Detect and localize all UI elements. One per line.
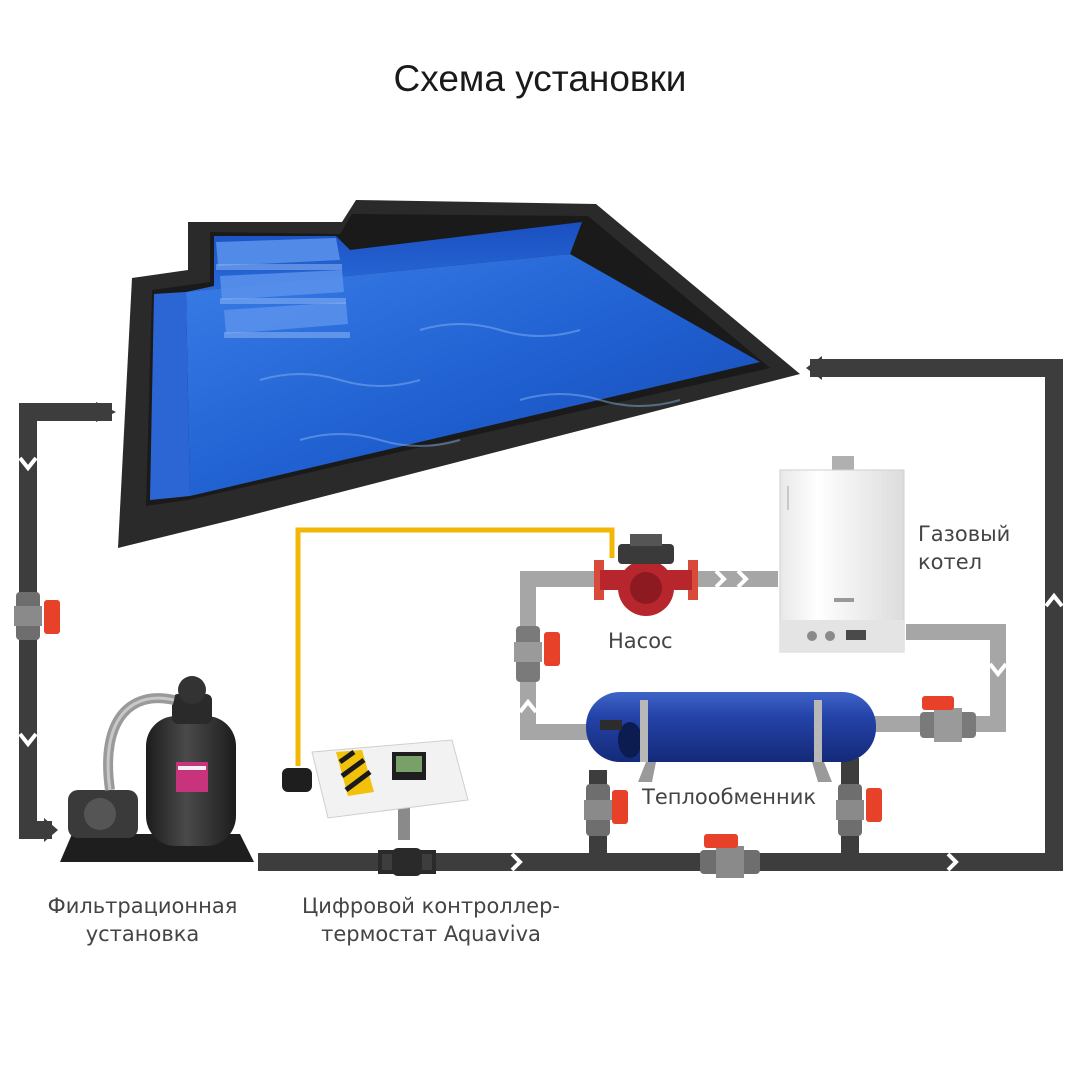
page-title: Схема установки bbox=[393, 58, 687, 99]
label-pump: Насос bbox=[608, 629, 673, 653]
label-gas-boiler-line2: котел bbox=[918, 550, 983, 574]
temperature-sensor-icon bbox=[378, 848, 436, 876]
circulation-pump-icon bbox=[594, 534, 698, 616]
filter-unit-icon bbox=[60, 676, 254, 862]
pipe-arrow-left-top bbox=[96, 402, 116, 422]
pipe-arrow-right-top bbox=[806, 356, 822, 380]
secondary-pipe-circuit bbox=[520, 571, 1006, 740]
pool-icon bbox=[118, 200, 800, 548]
label-filter-unit: Фильтрационная установка bbox=[40, 892, 245, 948]
label-gas-boiler-line1: Газовый bbox=[918, 522, 1011, 546]
gas-boiler-icon bbox=[779, 456, 905, 653]
label-controller-line1: Цифровой контроллер- bbox=[302, 894, 560, 918]
pipe-arrow-left-bottom bbox=[44, 818, 58, 842]
label-heat-exchanger: Теплообменник bbox=[642, 785, 817, 809]
label-controller-line2: термостат Aquaviva bbox=[321, 922, 541, 946]
flow-chevrons-main bbox=[18, 456, 1064, 872]
ball-valve-icon-left bbox=[14, 592, 60, 640]
ball-valve-icon-bypass bbox=[700, 834, 760, 878]
label-filter-unit-line2: установка bbox=[85, 922, 200, 946]
label-filter-unit-line1: Фильтрационная bbox=[47, 894, 238, 918]
ball-valve-icon-exchanger-right bbox=[836, 784, 882, 836]
heat-exchanger-icon bbox=[586, 692, 876, 782]
label-controller: Цифровой контроллер- термостат Aquaviva bbox=[290, 892, 572, 948]
ball-valve-icon-boiler-return bbox=[920, 696, 976, 742]
label-gas-boiler: Газовый котел bbox=[918, 520, 1010, 576]
controller-icon bbox=[282, 739, 469, 840]
ball-valve-icon-exchanger-left bbox=[584, 784, 628, 836]
signal-cable bbox=[295, 527, 615, 766]
flow-chevrons-secondary bbox=[518, 569, 1008, 714]
ball-valve-icon-pump-loop bbox=[514, 626, 560, 682]
